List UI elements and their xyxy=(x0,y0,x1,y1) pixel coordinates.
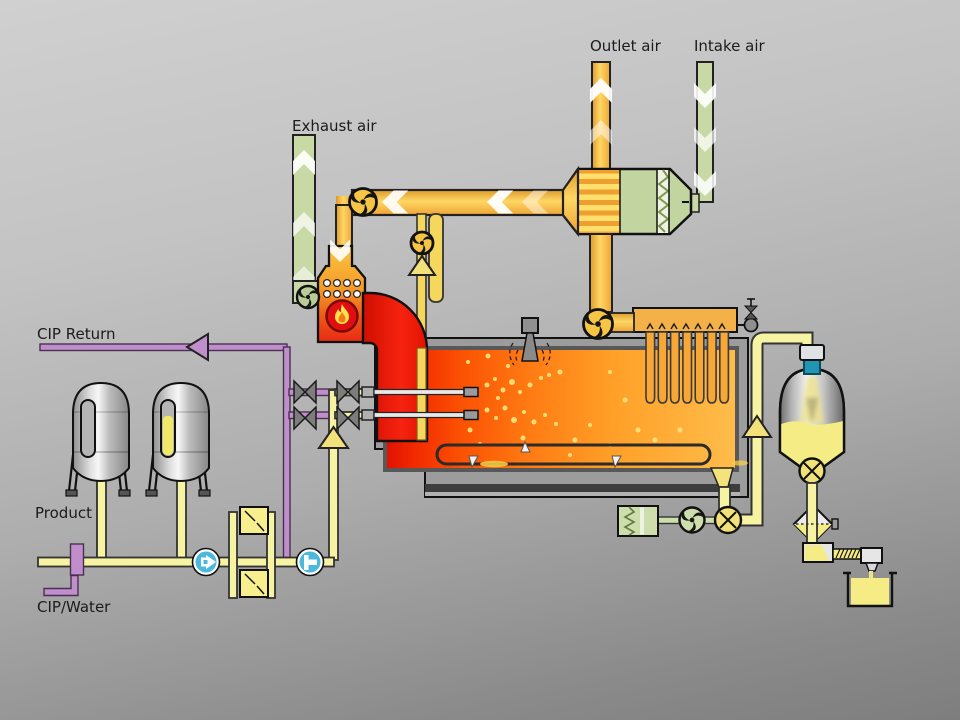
drying-chamber xyxy=(374,337,749,498)
fluid-bed-air xyxy=(617,505,718,537)
relief-valve-icon xyxy=(737,298,759,333)
label-exhaust-air: Exhaust air xyxy=(292,117,377,135)
hot-air-inlet-elbow xyxy=(361,291,429,443)
shutoff-valve-icon xyxy=(336,406,360,430)
powder-stream-small xyxy=(869,571,873,583)
feed-tank-1 xyxy=(65,381,131,561)
powder-fill xyxy=(781,421,843,467)
sight-glass xyxy=(80,399,96,458)
sieve xyxy=(792,482,839,545)
powder-vessel xyxy=(778,344,846,485)
label-intake-air: Intake air xyxy=(694,37,766,55)
exhaust-air-pipe xyxy=(292,134,319,304)
flow-arrow-icon xyxy=(185,332,209,362)
duct-stub-pipe xyxy=(428,213,444,303)
powder-particles xyxy=(466,353,702,457)
check-valve-icon xyxy=(317,425,350,449)
plate-heat-exchanger xyxy=(228,506,276,599)
heat-exchanger-plates xyxy=(578,170,620,233)
heat-recovery-unit xyxy=(561,167,693,236)
intake-air-pipe xyxy=(687,61,716,213)
recirculation-duct xyxy=(589,233,613,313)
pump-icon-highpressure xyxy=(295,547,325,577)
fluid-bed-tube xyxy=(435,443,712,466)
check-valve-icon xyxy=(741,414,773,438)
shutoff-valve-icon xyxy=(293,406,317,430)
spray-lances xyxy=(361,386,479,421)
flame-icon xyxy=(325,299,359,333)
feed-tank-2 xyxy=(145,381,211,561)
air-filter xyxy=(617,505,659,537)
burner-holes xyxy=(323,279,362,299)
check-valve-icon xyxy=(407,254,437,276)
fan-icon-chamber xyxy=(582,308,614,340)
rotary-valve-icon-vessel xyxy=(798,457,826,485)
outlet-air-pipe xyxy=(590,61,612,171)
filter-fixing-marks xyxy=(646,322,726,330)
vibrator-icon xyxy=(509,317,551,366)
shutoff-valve-icon xyxy=(293,380,317,404)
chamber-internals xyxy=(435,353,748,510)
cip-water-inlet xyxy=(43,543,85,597)
sieve-tab xyxy=(831,518,839,530)
spray-manifold xyxy=(288,380,365,561)
label-cip-return: CIP Return xyxy=(37,325,116,343)
vessel-inlet-neck xyxy=(803,359,821,375)
rotary-valve-icon-discharge xyxy=(713,505,743,535)
fan-icon-bleed xyxy=(409,230,435,256)
label-cip-water: CIP/Water xyxy=(37,598,111,616)
vessel-cap xyxy=(799,344,825,361)
cip-valve-block xyxy=(69,543,85,576)
burner xyxy=(292,239,367,344)
shutoff-valve-icon xyxy=(336,380,360,404)
exhaust-fan-icon xyxy=(295,284,321,310)
discharge-nozzle xyxy=(864,562,880,572)
pump-icon-feed xyxy=(191,547,221,577)
chamber-outlet-pipe xyxy=(718,486,731,510)
screw-conveyor xyxy=(802,542,883,583)
label-outlet-air: Outlet air xyxy=(590,37,662,55)
fan-icon-main xyxy=(348,187,378,217)
sight-glass-level xyxy=(163,416,173,455)
powder-container xyxy=(843,571,897,608)
filter-bags xyxy=(645,331,730,404)
bag-filter xyxy=(632,307,738,404)
vessel-outlet-pipe xyxy=(806,482,818,544)
fan-icon-fluidbed xyxy=(678,506,706,534)
product-line xyxy=(37,556,335,568)
transport-line xyxy=(740,331,814,527)
label-product: Product xyxy=(35,504,92,522)
